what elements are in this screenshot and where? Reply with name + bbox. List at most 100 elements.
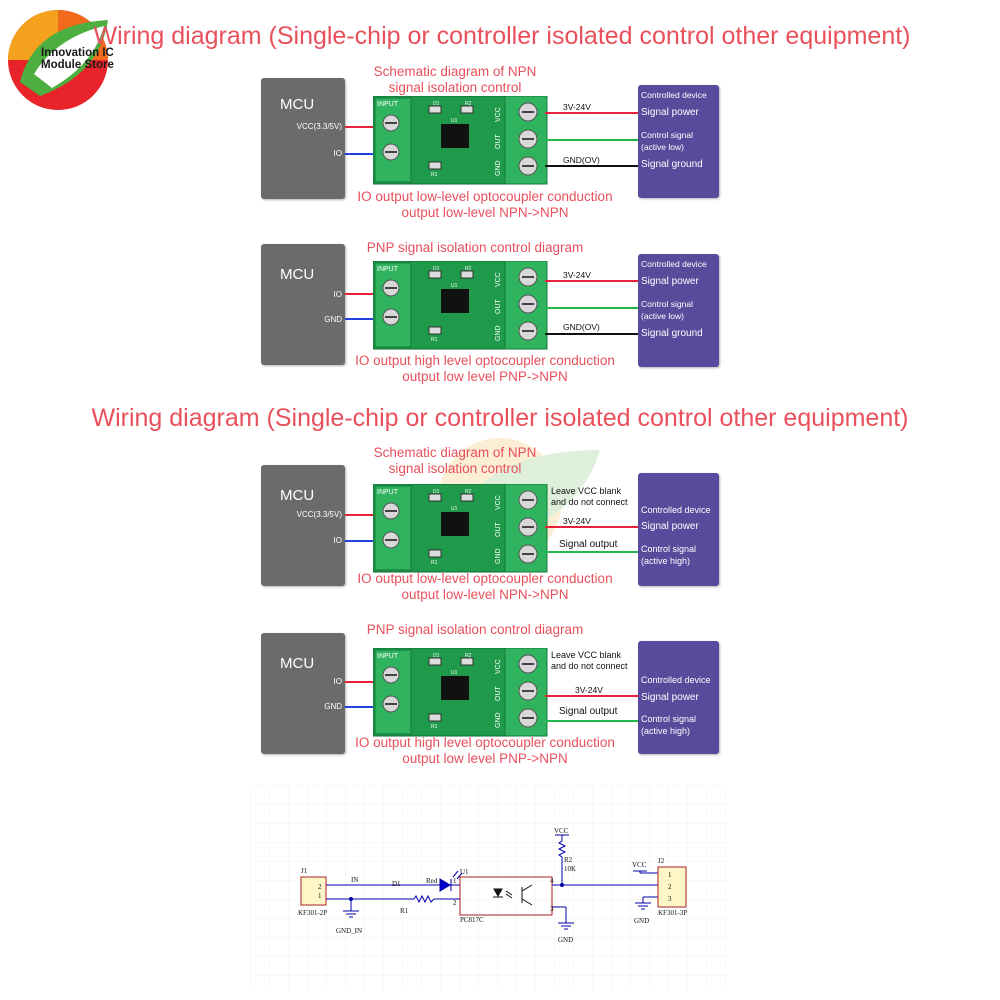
mcu-title: MCU (280, 487, 315, 504)
board-r2-label: R2 (465, 266, 472, 272)
s1-npn-wire-control (545, 139, 639, 141)
device-title: Controlled device (641, 259, 707, 269)
s2-npn-caption-bottom-line1: IO output low-level optocoupler conducti… (357, 571, 613, 586)
mcu-pin-io: IO (333, 677, 342, 686)
s2-pnp-wire-io (345, 681, 377, 683)
input-terminal (374, 485, 412, 571)
sch-j1-pin1: 1 (318, 892, 322, 900)
input-terminal (374, 649, 412, 735)
s2-npn-note: Leave VCC blank and do not connect (551, 486, 628, 508)
s2-pnp-mcu: MCU IO GND (261, 633, 345, 754)
s1-npn-caption-top-line2: signal isolation control (388, 80, 522, 95)
s1-pnp-wire-gnd (345, 318, 377, 320)
s2-npn-wire-signal (545, 551, 639, 553)
sch-in: IN (351, 876, 358, 884)
s2-pnp-note: Leave VCC blank and do not connect (551, 650, 628, 672)
s2-npn-mcu: MCU VCC(3.3/5V) IO (261, 465, 345, 586)
board-out-label: OUT (495, 686, 502, 702)
s1-pnp-wire-control (545, 307, 639, 309)
s2-pnp-label-signal: Signal output (559, 706, 618, 717)
schematic-svg: J1 KF301-2P 2 1 IN GND_IN D1 Red R1 U1 P… (250, 785, 728, 990)
mcu-pin-vcc: VCC(3.3/5V) (296, 510, 342, 519)
j1-connector (300, 876, 327, 906)
s1-pnp-board: INPUT D1 R2 U1 R1 VCC OUT GND (372, 260, 548, 358)
pcb-board-icon: INPUT D1 R2 U1 R1 VCC OUT GND (372, 95, 548, 185)
s2-pnp-device: Controlled device Signal power Control s… (638, 641, 719, 754)
board-r2-label: R2 (465, 489, 472, 495)
resistor-r2 (460, 493, 474, 502)
optocoupler-icon (493, 884, 533, 906)
s1-pnp-label-vcc: 3V-24V (563, 270, 591, 280)
sch-r2-value: 10K (564, 865, 576, 873)
s1-npn-wire-vcc (345, 126, 377, 128)
sch-j2: J2 (658, 857, 665, 865)
sch-vcc-top: VCC (554, 827, 569, 835)
mcu-title: MCU (280, 655, 315, 672)
mcu-pin-gnd: GND (324, 702, 342, 711)
s2-pnp-caption-top: PNP signal isolation control diagram (366, 622, 584, 637)
logo-line2: Module Store (41, 59, 114, 71)
board-vcc-label: VCC (495, 107, 502, 122)
resistor-r1 (428, 161, 442, 170)
sch-u1-pin3: 3 (550, 905, 554, 913)
board-d1-label: D1 (433, 653, 440, 659)
s2-npn-wire-io (345, 540, 377, 542)
sch-j2-pin1: 1 (668, 871, 672, 879)
s2-npn-caption-top-line2: signal isolation control (388, 461, 522, 476)
board-vcc-label: VCC (495, 495, 502, 510)
s2-npn-label-vcc: 3V-24V (563, 516, 591, 526)
sch-u1-pin4: 4 (550, 877, 554, 885)
device-title: Controlled device (641, 90, 707, 100)
board-u1-label: U1 (451, 670, 458, 676)
s2-pnp-wire-signal (545, 720, 639, 722)
s1-npn-mcu: MCU VCC(3.3/5V) IO (261, 78, 345, 199)
section1-heading: Wiring diagram (Single-chip or controlle… (93, 22, 911, 50)
board-input-label: INPUT (377, 266, 399, 273)
led-arrow-icon (452, 870, 463, 880)
s1-npn-board: INPUT D1 R2 U1 R1 VCC OUT GND (372, 95, 548, 193)
device-control2: (active high) (641, 726, 691, 736)
sch-r2: R2 (564, 856, 573, 864)
s1-pnp-device: Controlled device Signal power Control s… (638, 254, 719, 367)
s2-npn-board: INPUT D1 R2 U1 R1 VCC OUT GND (372, 483, 548, 581)
sch-u1: U1 (460, 868, 469, 876)
optocoupler-chip (441, 512, 469, 536)
s2-pnp-caption-bottom-line1: IO output high level optocoupler conduct… (355, 735, 615, 750)
sch-d1-color: Red (426, 877, 438, 885)
optocoupler-chip (441, 289, 469, 313)
device-power: Signal power (641, 521, 699, 532)
board-gnd-label: GND (495, 160, 502, 176)
s2-pnp-caption-bottom-line2: output low level PNP->NPN (402, 751, 568, 766)
s1-npn-wire-io (345, 153, 377, 155)
store-logo: Innovation IC Module Store (4, 4, 132, 112)
led-d1 (428, 493, 442, 502)
u1-optocoupler (459, 876, 553, 916)
board-r2-label: R2 (465, 653, 472, 659)
s1-npn-caption-bottom-line1: IO output low-level optocoupler conducti… (357, 189, 613, 204)
led-d1 (428, 105, 442, 114)
device-control: Control signal (641, 299, 693, 309)
s2-npn-caption-bottom-line2: output low-level NPN->NPN (401, 587, 569, 602)
resistor-r1 (428, 713, 442, 722)
s2-npn-note-line1: Leave VCC blank (551, 486, 622, 496)
device-title: Controlled device (641, 505, 711, 515)
s1-pnp-label-gnd: GND(OV) (563, 322, 600, 332)
input-terminal (374, 262, 412, 348)
sch-j1-pin2: 2 (318, 883, 322, 891)
optocoupler-chip (441, 676, 469, 700)
board-vcc-label: VCC (495, 659, 502, 674)
s1-pnp-caption-bottom: IO output high level optocoupler conduct… (330, 353, 640, 385)
led-diode-icon (439, 878, 451, 892)
mcu-title: MCU (280, 96, 315, 113)
board-r1-label: R1 (431, 172, 438, 178)
device-ground: Signal ground (641, 328, 703, 339)
device-power: Signal power (641, 107, 699, 118)
mcu-pin-io: IO (333, 149, 342, 158)
device-control2: (active high) (641, 556, 691, 566)
sch-j1-part: KF301-2P (298, 909, 327, 917)
s1-npn-caption-top-line1: Schematic diagram of NPN (373, 64, 537, 79)
board-gnd-label: GND (495, 325, 502, 341)
s2-npn-caption-bottom: IO output low-level optocoupler conducti… (330, 571, 640, 603)
pcb-board-icon: INPUT D1 R2 U1 R1 VCC OUT GND (372, 260, 548, 350)
sch-j2-pin3: 3 (668, 895, 672, 903)
